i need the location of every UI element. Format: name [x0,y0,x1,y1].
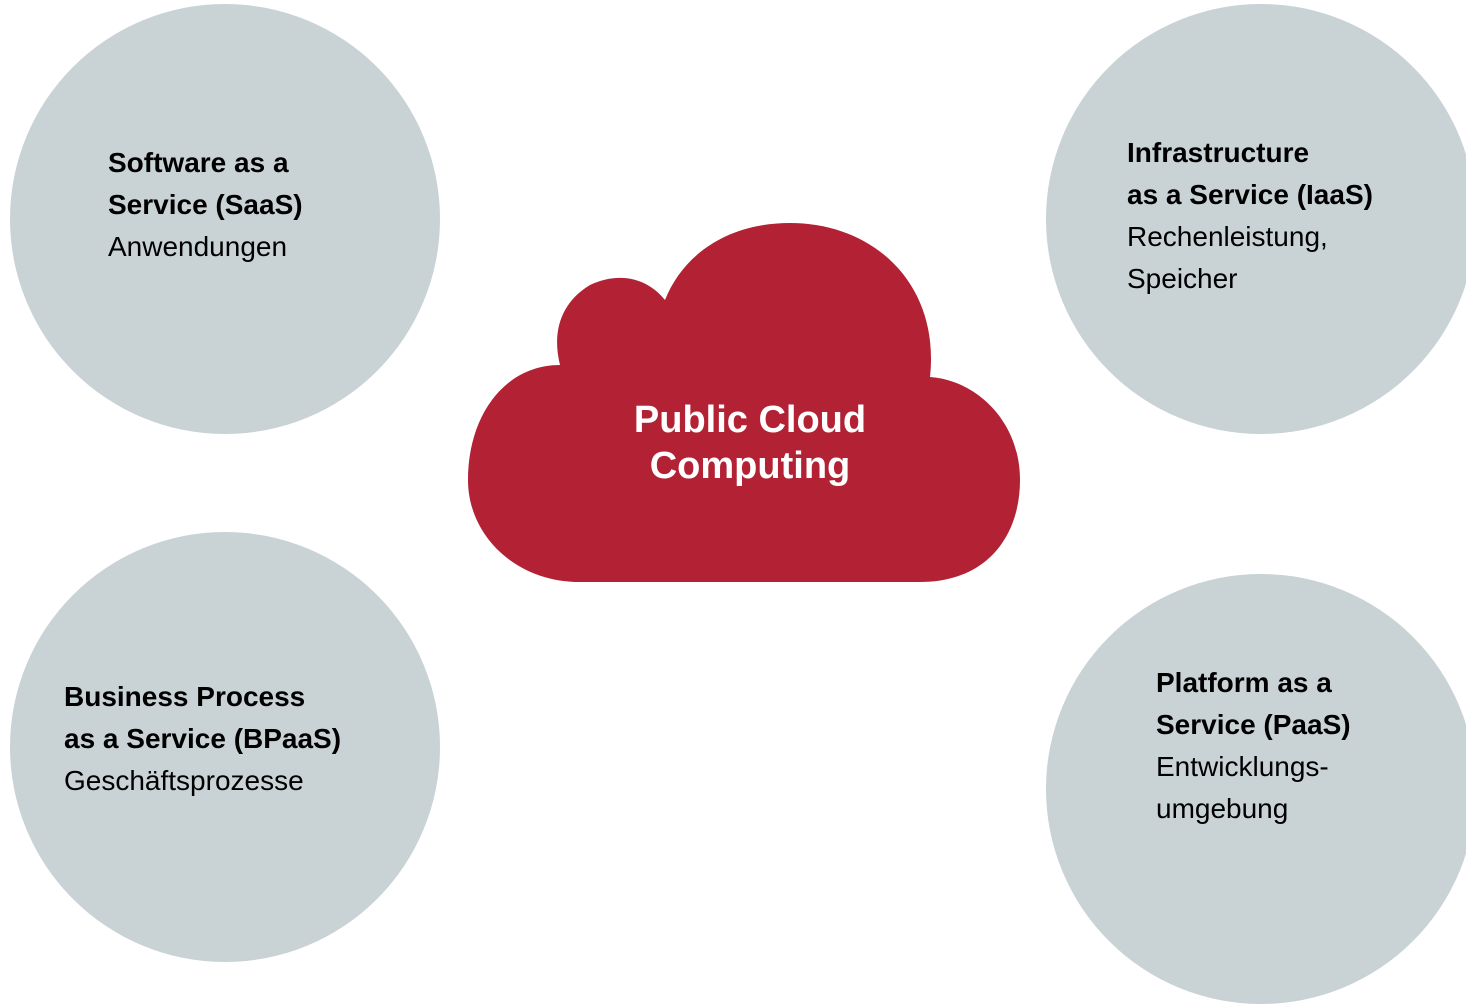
saas-title-line-1: Software as a [108,147,289,178]
cloud-label-line-2: Computing [649,445,851,487]
cloud-label-line-1: Public Cloud [633,399,867,441]
cloud-shape [468,223,1020,582]
bpaas-title-line-1: Business Process [64,681,306,712]
bpaas-title-line-2: as a Service (BPaaS) [64,723,342,754]
bpaas-description: Geschäftsprozesse [64,765,304,796]
iaas-circle [1046,4,1466,434]
bpaas-label: Business Process as a Service (BPaaS) Ge… [64,676,341,802]
paas-title-line-1: Platform as a [1156,667,1332,698]
iaas-label: Infrastructure as a Service (IaaS) Reche… [1127,132,1373,300]
cloud-icon [468,223,1020,582]
cloud-label: Public Cloud Computing [560,397,940,489]
saas-description: Anwendungen [108,231,288,262]
paas-label: Platform as a Service (PaaS) Entwicklung… [1156,662,1351,830]
iaas-description-line-2: Speicher [1127,263,1238,294]
saas-circle [10,4,440,434]
paas-circle [1046,574,1466,1004]
iaas-title-line-2: as a Service (IaaS) [1127,179,1373,210]
saas-title-line-2: Service (SaaS) [108,189,303,220]
bpaas-circle [10,532,440,962]
paas-description-line-2: umgebung [1156,793,1289,824]
paas-title-line-2: Service (PaaS) [1156,709,1351,740]
saas-label: Software as a Service (SaaS) Anwendungen [108,142,303,268]
paas-description-line-1: Entwicklungs- [1156,751,1329,782]
iaas-title-line-1: Infrastructure [1127,137,1310,168]
iaas-description-line-1: Rechenleistung, [1127,221,1328,252]
